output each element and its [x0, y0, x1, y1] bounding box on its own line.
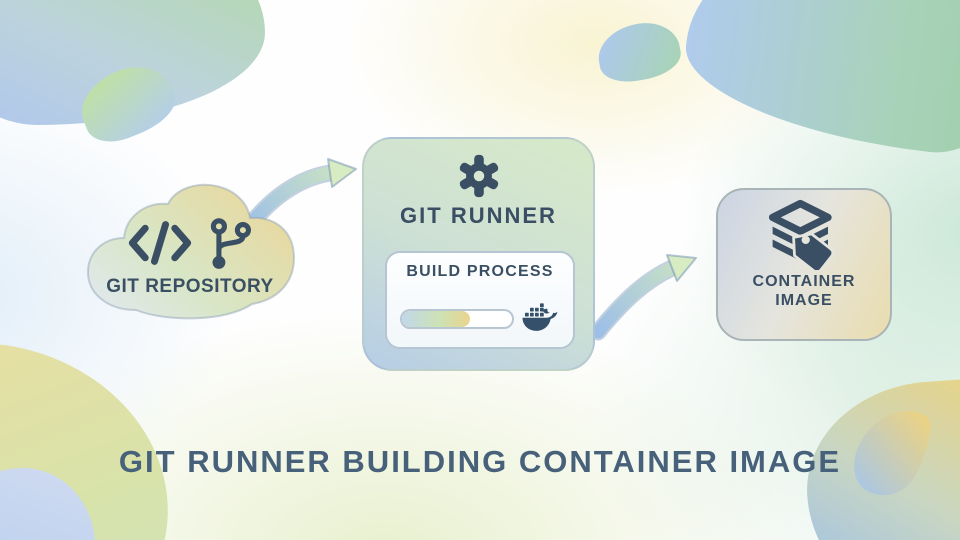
node-git-repository: GIT REPOSITORY — [78, 180, 302, 332]
build-progress-fill — [402, 311, 471, 327]
background-blob-top-right-bean — [593, 17, 685, 87]
container-image-label-line2: IMAGE — [775, 292, 833, 310]
code-icon — [128, 221, 192, 265]
repository-label: GIT REPOSITORY — [106, 276, 274, 297]
docker-whale-icon — [522, 303, 558, 331]
runner-label: GIT RUNNER — [400, 203, 557, 228]
image-layers-tag-icon — [768, 199, 835, 270]
git-branch-icon — [210, 218, 251, 269]
node-git-runner: GIT RUNNER BUILD PROCESS — [362, 137, 595, 371]
diagram-title: GIT RUNNER BUILDING CONTAINER IMAGE — [118, 444, 842, 479]
container-image-label-line1: CONTAINER — [752, 273, 856, 290]
build-process-panel: BUILD PROCESS — [385, 251, 575, 349]
arrow-runner-to-image — [589, 254, 697, 341]
gear-icon — [459, 154, 498, 198]
background-blob-top-right — [676, 0, 960, 164]
node-container-image: CONTAINER IMAGE — [716, 188, 892, 341]
build-process-label: BUILD PROCESS — [406, 263, 554, 280]
build-progress-bar — [400, 309, 514, 329]
container-image-label: CONTAINER IMAGE — [753, 272, 856, 310]
